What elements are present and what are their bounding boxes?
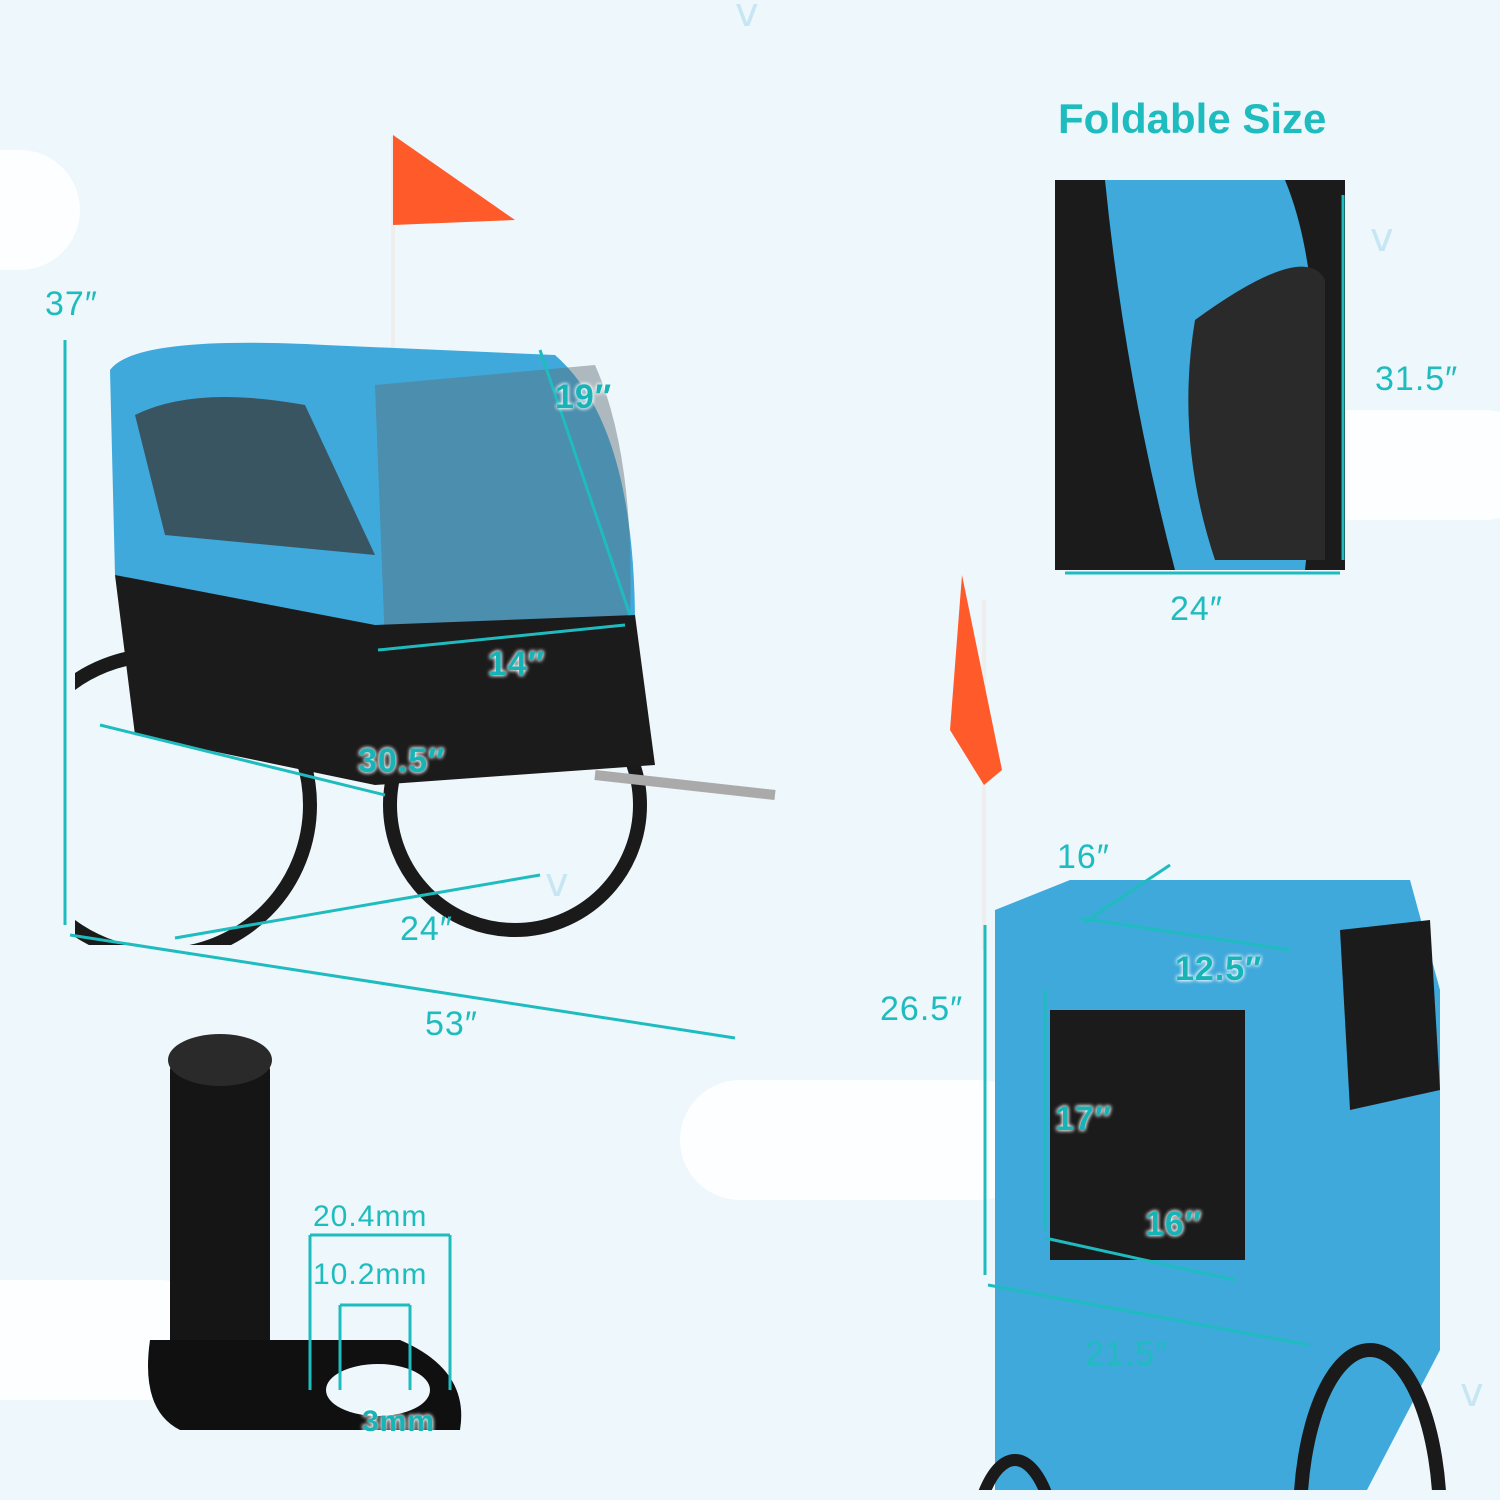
bird-decoration-icon: v [1460, 1370, 1484, 1416]
rear-height-label: 26.5″ [880, 990, 964, 1028]
hitch-thickness-label: 3mm [362, 1405, 436, 1438]
foldable-size-heading: Foldable Size [1058, 95, 1327, 142]
rear-door-height-label: 17″ [1055, 1100, 1113, 1138]
folded-width-label: 24″ [1170, 590, 1223, 628]
floor-length-label: 30.5″ [358, 742, 446, 780]
roof-width-label: 12.5″ [1175, 950, 1263, 988]
side-height-label: 37″ [45, 285, 98, 323]
door-width-label: 14″ [488, 645, 546, 683]
rear-view-trailer [940, 570, 1460, 1500]
base-width-label: 21.5″ [1085, 1335, 1169, 1373]
hitch-outer-label: 20.4mm [313, 1200, 428, 1233]
door-height-label: 19″ [555, 378, 613, 416]
bird-decoration-icon: v [1370, 215, 1394, 261]
side-view-trailer [3, 125, 815, 962]
hitch-adapter [140, 1030, 480, 1450]
bird-decoration-icon: v [735, 0, 759, 36]
cloud-decoration [680, 1080, 1040, 1200]
folded-height-label: 31.5″ [1375, 360, 1459, 398]
bird-decoration-icon: v [545, 860, 569, 906]
folded-trailer [1055, 180, 1345, 570]
roof-depth-label: 16″ [1057, 838, 1110, 876]
rear-door-width-label: 16″ [1145, 1205, 1203, 1243]
total-length-label: 53″ [425, 1005, 478, 1043]
wheel-base-label: 24″ [400, 910, 453, 948]
hitch-inner-label: 10.2mm [313, 1258, 428, 1291]
